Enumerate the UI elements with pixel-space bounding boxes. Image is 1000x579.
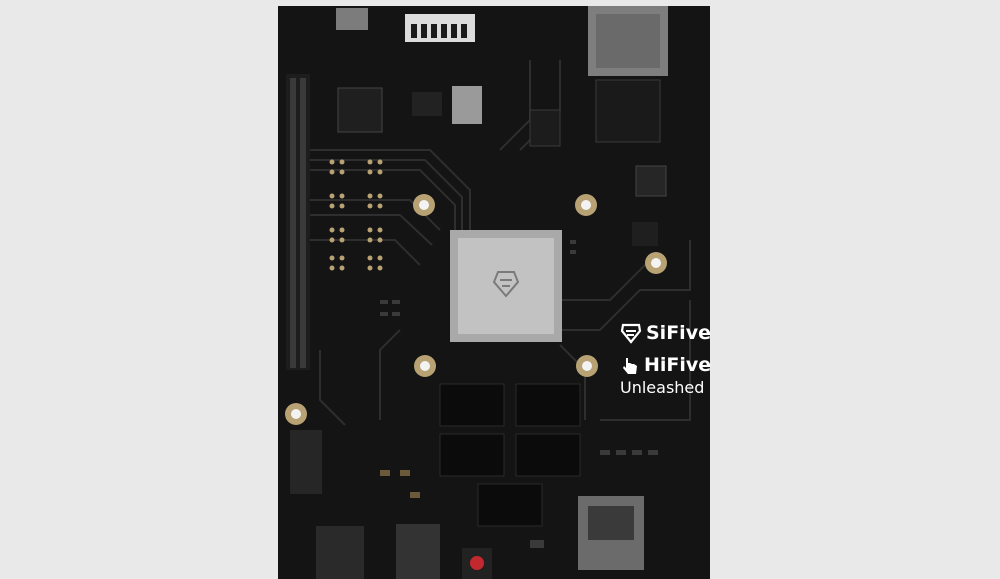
small-ic <box>412 92 442 116</box>
ddr-memory-chips <box>439 383 581 527</box>
sd-card-slot <box>578 496 644 570</box>
gpio-pin-header <box>286 74 310 370</box>
ethernet-jack <box>588 6 668 143</box>
silkscreen-sifive-brand: SiFive <box>620 322 711 344</box>
usb-uart-chip <box>337 87 383 133</box>
jtag-header <box>290 430 322 494</box>
sifive-chip-logo-icon <box>492 271 520 298</box>
power-inductor <box>635 165 667 197</box>
gold-pad-array <box>329 159 383 271</box>
usb-connector <box>396 524 440 579</box>
soc-processor <box>450 230 562 342</box>
smd-components <box>380 240 658 548</box>
power-connector <box>316 526 364 579</box>
regulator-module <box>452 86 482 124</box>
bga-ic <box>529 109 561 147</box>
silkscreen-unleashed: Unleashed <box>620 378 705 397</box>
brand-label: SiFive <box>646 322 711 344</box>
regulator-ic <box>632 222 658 246</box>
sifive-logo-icon <box>620 323 642 344</box>
silkscreen-hifive-model: HiFive <box>620 354 711 376</box>
model-label: HiFive <box>644 354 712 376</box>
reset-button <box>462 548 492 579</box>
hand-pointer-icon <box>623 358 637 374</box>
mounting-holes <box>285 194 667 425</box>
usb-port <box>336 8 368 30</box>
